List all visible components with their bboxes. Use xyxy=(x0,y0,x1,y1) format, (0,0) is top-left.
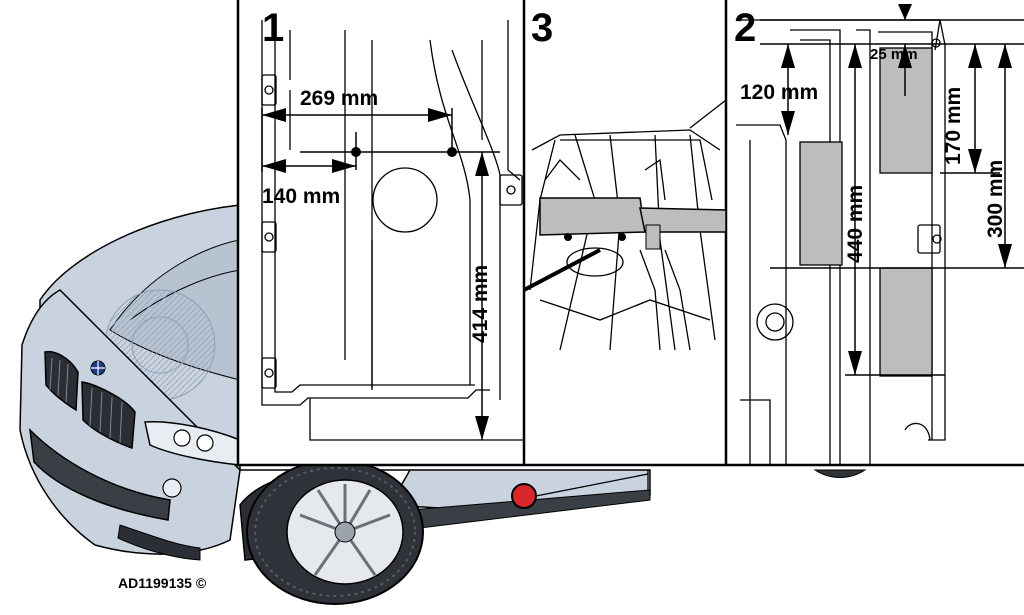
jack-zone-front xyxy=(799,141,843,266)
dim-140-label: 140 mm xyxy=(262,185,341,208)
lower-intake xyxy=(28,427,171,521)
jack-point-dot-b xyxy=(447,147,457,157)
dim-414-label: 414 mm xyxy=(469,264,492,343)
figure-code: AD1199135 © xyxy=(118,575,207,591)
panel-1-drawing xyxy=(261,20,524,441)
panel-3-rail xyxy=(639,207,727,233)
kidney-grille-left xyxy=(44,350,79,412)
rear-tire-peek xyxy=(813,469,867,478)
jack-zone-rear-top xyxy=(879,47,933,174)
kidney-grille-right xyxy=(81,381,136,450)
panel-3-post xyxy=(645,224,661,250)
jack-point-dot-a xyxy=(351,147,361,157)
panel-1-arrowheads xyxy=(262,108,489,440)
panel-2-number: 2 xyxy=(734,6,757,50)
dim-269-label: 269 mm xyxy=(300,87,379,110)
dim-120-label: 120 mm xyxy=(740,81,819,104)
panel-1-number: 1 xyxy=(262,6,285,50)
fog-light-bezel xyxy=(117,524,201,561)
car-illustration xyxy=(19,204,867,605)
panel-2-arrowheads xyxy=(781,4,1012,375)
grille-slats xyxy=(49,357,123,444)
dim-25-label: 25 mm xyxy=(870,46,918,63)
dim-170-label: 170 mm xyxy=(942,86,965,165)
dim-300-label: 300 mm xyxy=(984,159,1007,238)
engine-ghost-inner xyxy=(131,316,189,374)
jack-point-marker xyxy=(511,483,537,509)
dim-440-label: 440 mm xyxy=(844,184,867,263)
panel-3-number: 3 xyxy=(531,6,554,50)
marker-leader xyxy=(535,473,649,497)
rim-hub xyxy=(334,521,356,543)
panel-3-jack-pad xyxy=(539,197,646,236)
panel-3-hose xyxy=(523,248,601,292)
jack-zone-rear-bottom xyxy=(879,267,933,377)
tire-tread xyxy=(254,467,416,597)
inset-frame-border xyxy=(236,0,1024,467)
